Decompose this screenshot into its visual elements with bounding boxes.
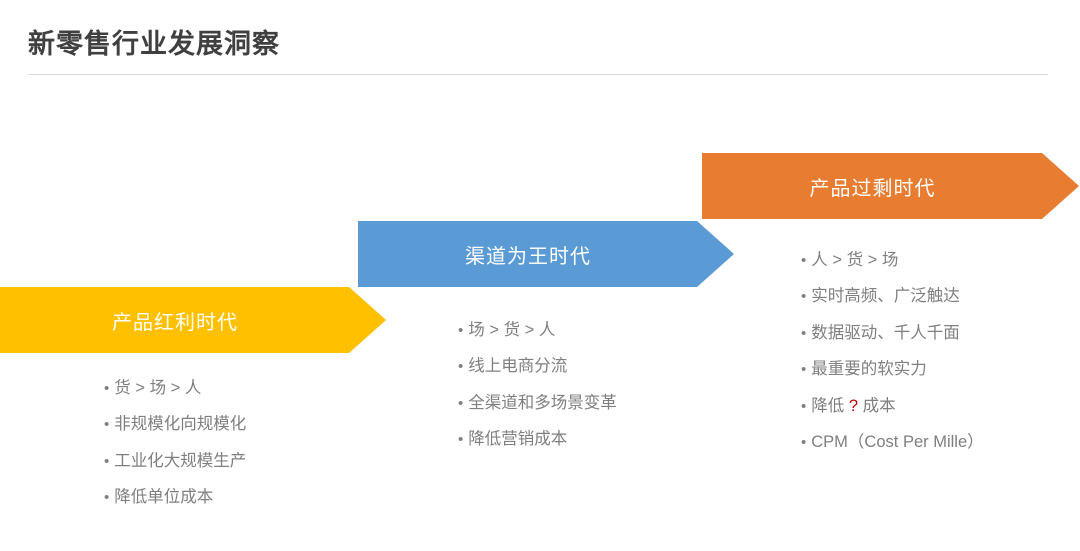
list-item: • 最重要的软实力 (801, 359, 984, 380)
list-item: • 人 > 货 > 场 (801, 250, 984, 271)
bullet-dot-icon: • (801, 324, 807, 342)
list-item-label: 数据驱动、千人千面 (811, 323, 960, 342)
list-item: • 货 > 场 > 人 (104, 378, 246, 399)
bullet-dot-icon: • (104, 452, 110, 470)
list-item-label: 最重要的软实力 (811, 360, 927, 379)
list-item: • CPM（Cost Per Mille） (801, 432, 984, 453)
page-title: 新零售行业发展洞察 (28, 29, 280, 59)
bullet-dot-icon: • (104, 416, 110, 434)
list-item-label: 工业化大规模生产 (114, 451, 247, 470)
bullet-dot-icon: • (458, 322, 464, 339)
list-item-label: 降低单位成本 (114, 488, 214, 507)
list-item: • 工业化大规模生产 (104, 451, 246, 472)
list-item-label: 实时高频、广泛触达 (811, 287, 960, 306)
list-item-label: 线上电商分流 (468, 357, 568, 376)
list-item: • 降低 ? 成本 (801, 396, 984, 417)
list-item-label: CPM（Cost Per Mille） (811, 433, 984, 452)
list-item-label: 全渠道和多场景变革 (468, 393, 617, 412)
bullet-dot-icon: • (801, 434, 807, 452)
stage-banner-product-surplus-era[interactable]: 产品过剩时代 (702, 153, 1079, 219)
stage-banner-product-dividend-era[interactable]: 产品红利时代 (0, 287, 386, 353)
list-item: • 实时高频、广泛触达 (801, 286, 984, 307)
title-divider (28, 74, 1048, 75)
bullet-dot-icon: • (801, 252, 807, 269)
list-item-label: 降低营销成本 (468, 430, 568, 449)
bullet-dot-icon: • (801, 361, 807, 379)
stage-bullets-channel-is-king-era: • 场 > 货 > 人 • 线上电商分流 • 全渠道和多场景变革 • 降低营销成… (458, 320, 617, 466)
stage-bullets-product-surplus-era: • 人 > 货 > 场 • 实时高频、广泛触达 • 数据驱动、千人千面 • 最重… (801, 250, 984, 469)
list-item: • 场 > 货 > 人 (458, 320, 617, 341)
bullet-dot-icon: • (801, 397, 807, 415)
list-item-label-pre: 降低 (811, 396, 849, 415)
list-item-label: 货 > 场 > 人 (114, 379, 202, 397)
stage-banner-label: 产品过剩时代 (809, 177, 936, 200)
list-item: • 线上电商分流 (458, 356, 617, 377)
bullet-dot-icon: • (458, 394, 464, 412)
stage-banner-channel-is-king-era[interactable]: 渠道为王时代 (358, 221, 734, 287)
stage-banner-label: 渠道为王时代 (465, 245, 591, 268)
list-item: • 降低营销成本 (458, 429, 617, 450)
list-item: • 数据驱动、千人千面 (801, 323, 984, 344)
list-item-label: 降低 ? 成本 (811, 396, 895, 417)
list-item: • 降低单位成本 (104, 487, 246, 508)
list-item-label-post: 成本 (858, 396, 896, 415)
list-item: • 非规模化向规模化 (104, 414, 246, 435)
list-item-label: 非规模化向规模化 (114, 415, 247, 434)
stage-bullets-product-dividend-era: • 货 > 场 > 人 • 非规模化向规模化 • 工业化大规模生产 • 降低单位… (104, 378, 246, 524)
bullet-dot-icon: • (458, 358, 464, 376)
list-item-highlight: ? (848, 396, 859, 415)
list-item-label: 场 > 货 > 人 (468, 321, 556, 339)
bullet-dot-icon: • (104, 380, 110, 397)
bullet-dot-icon: • (801, 288, 807, 306)
stage-banner-label: 产品红利时代 (112, 311, 238, 334)
bullet-dot-icon: • (458, 431, 464, 449)
list-item-label: 人 > 货 > 场 (811, 251, 899, 269)
bullet-dot-icon: • (104, 489, 110, 507)
list-item: • 全渠道和多场景变革 (458, 393, 617, 414)
